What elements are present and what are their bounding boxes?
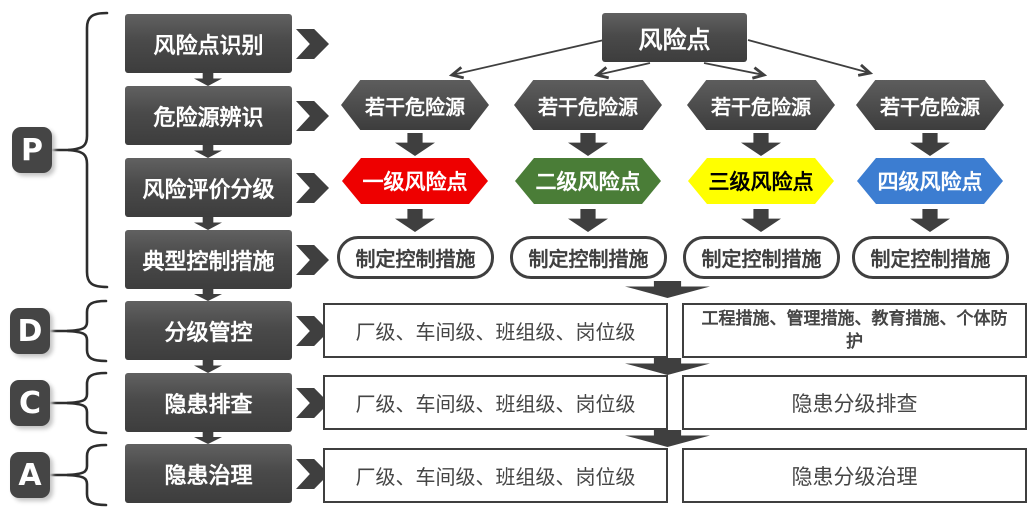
pdca-letter-d: D <box>10 308 50 354</box>
level-1-hexagon: 一级风险点 <box>342 158 488 204</box>
brace-a <box>48 443 108 507</box>
wide-down-arrow-icon <box>625 430 710 447</box>
chevron-right-icon <box>296 101 329 131</box>
down-arrow-icon <box>194 217 222 230</box>
down-arrow-icon <box>194 145 222 158</box>
level-4-hexagon: 四级风险点 <box>857 158 1003 204</box>
chevron-right-icon <box>296 173 329 203</box>
inspection-scope-box: 厂级、车间级、班组级、岗位级 <box>323 375 668 430</box>
pdca-letter-c: C <box>10 380 50 426</box>
measure-box-3: 制定控制措施 <box>683 236 840 279</box>
process-box-risk-point-identification: 风险点识别 <box>125 14 292 73</box>
hazard-hexagon-2: 若干危险源 <box>514 80 662 130</box>
wide-down-arrow-icon <box>625 281 710 298</box>
grading-scope-box: 厂级、车间级、班组级、岗位级 <box>323 303 668 358</box>
pdca-letter-a: A <box>10 452 50 498</box>
measure-box-1: 制定控制措施 <box>337 236 494 279</box>
process-box-hazard-identification: 危险源辨识 <box>125 86 292 145</box>
down-arrow-icon <box>194 289 222 301</box>
risk-point-box: 风险点 <box>602 13 747 62</box>
level-2-hexagon: 二级风险点 <box>515 158 661 204</box>
hazard-hexagon-1: 若干危险源 <box>341 80 489 130</box>
chevron-right-icon <box>296 245 329 275</box>
down-arrow-icon <box>910 133 950 156</box>
down-arrow-icon <box>568 209 608 232</box>
process-box-graded-control: 分级管控 <box>125 301 292 360</box>
down-arrow-icon <box>194 73 222 86</box>
brace-c <box>48 371 108 435</box>
graded-inspection-box: 隐患分级排查 <box>682 375 1027 430</box>
graded-treatment-box: 隐患分级治理 <box>682 448 1027 503</box>
measure-box-4: 制定控制措施 <box>852 236 1009 279</box>
process-box-hazard-inspection: 隐患排查 <box>125 373 292 432</box>
wide-down-arrow-icon <box>625 358 710 375</box>
down-arrow-icon <box>741 209 781 232</box>
pdca-letter-p: P <box>12 127 52 173</box>
control-measures-box: 工程措施、管理措施、教育措施、个体防护 <box>682 303 1027 358</box>
down-arrow-icon <box>395 133 435 156</box>
brace-d <box>48 299 108 363</box>
down-arrow-icon <box>741 133 781 156</box>
level-3-hexagon: 三级风险点 <box>688 158 834 204</box>
chevron-right-icon <box>296 29 329 59</box>
process-box-typical-control-measures: 典型控制措施 <box>125 230 292 289</box>
down-arrow-icon <box>194 432 222 444</box>
hazard-hexagon-3: 若干危险源 <box>687 80 835 130</box>
brace-p <box>50 11 109 289</box>
down-arrow-icon <box>910 209 950 232</box>
treatment-scope-box: 厂级、车间级、班组级、岗位级 <box>323 448 668 503</box>
process-box-risk-evaluation-grading: 风险评价分级 <box>125 158 292 217</box>
process-box-hazard-treatment: 隐患治理 <box>125 444 292 503</box>
measure-box-2: 制定控制措施 <box>510 236 667 279</box>
down-arrow-icon <box>568 133 608 156</box>
down-arrow-icon <box>395 209 435 232</box>
hazard-hexagon-4: 若干危险源 <box>856 80 1004 130</box>
down-arrow-icon <box>194 360 222 373</box>
